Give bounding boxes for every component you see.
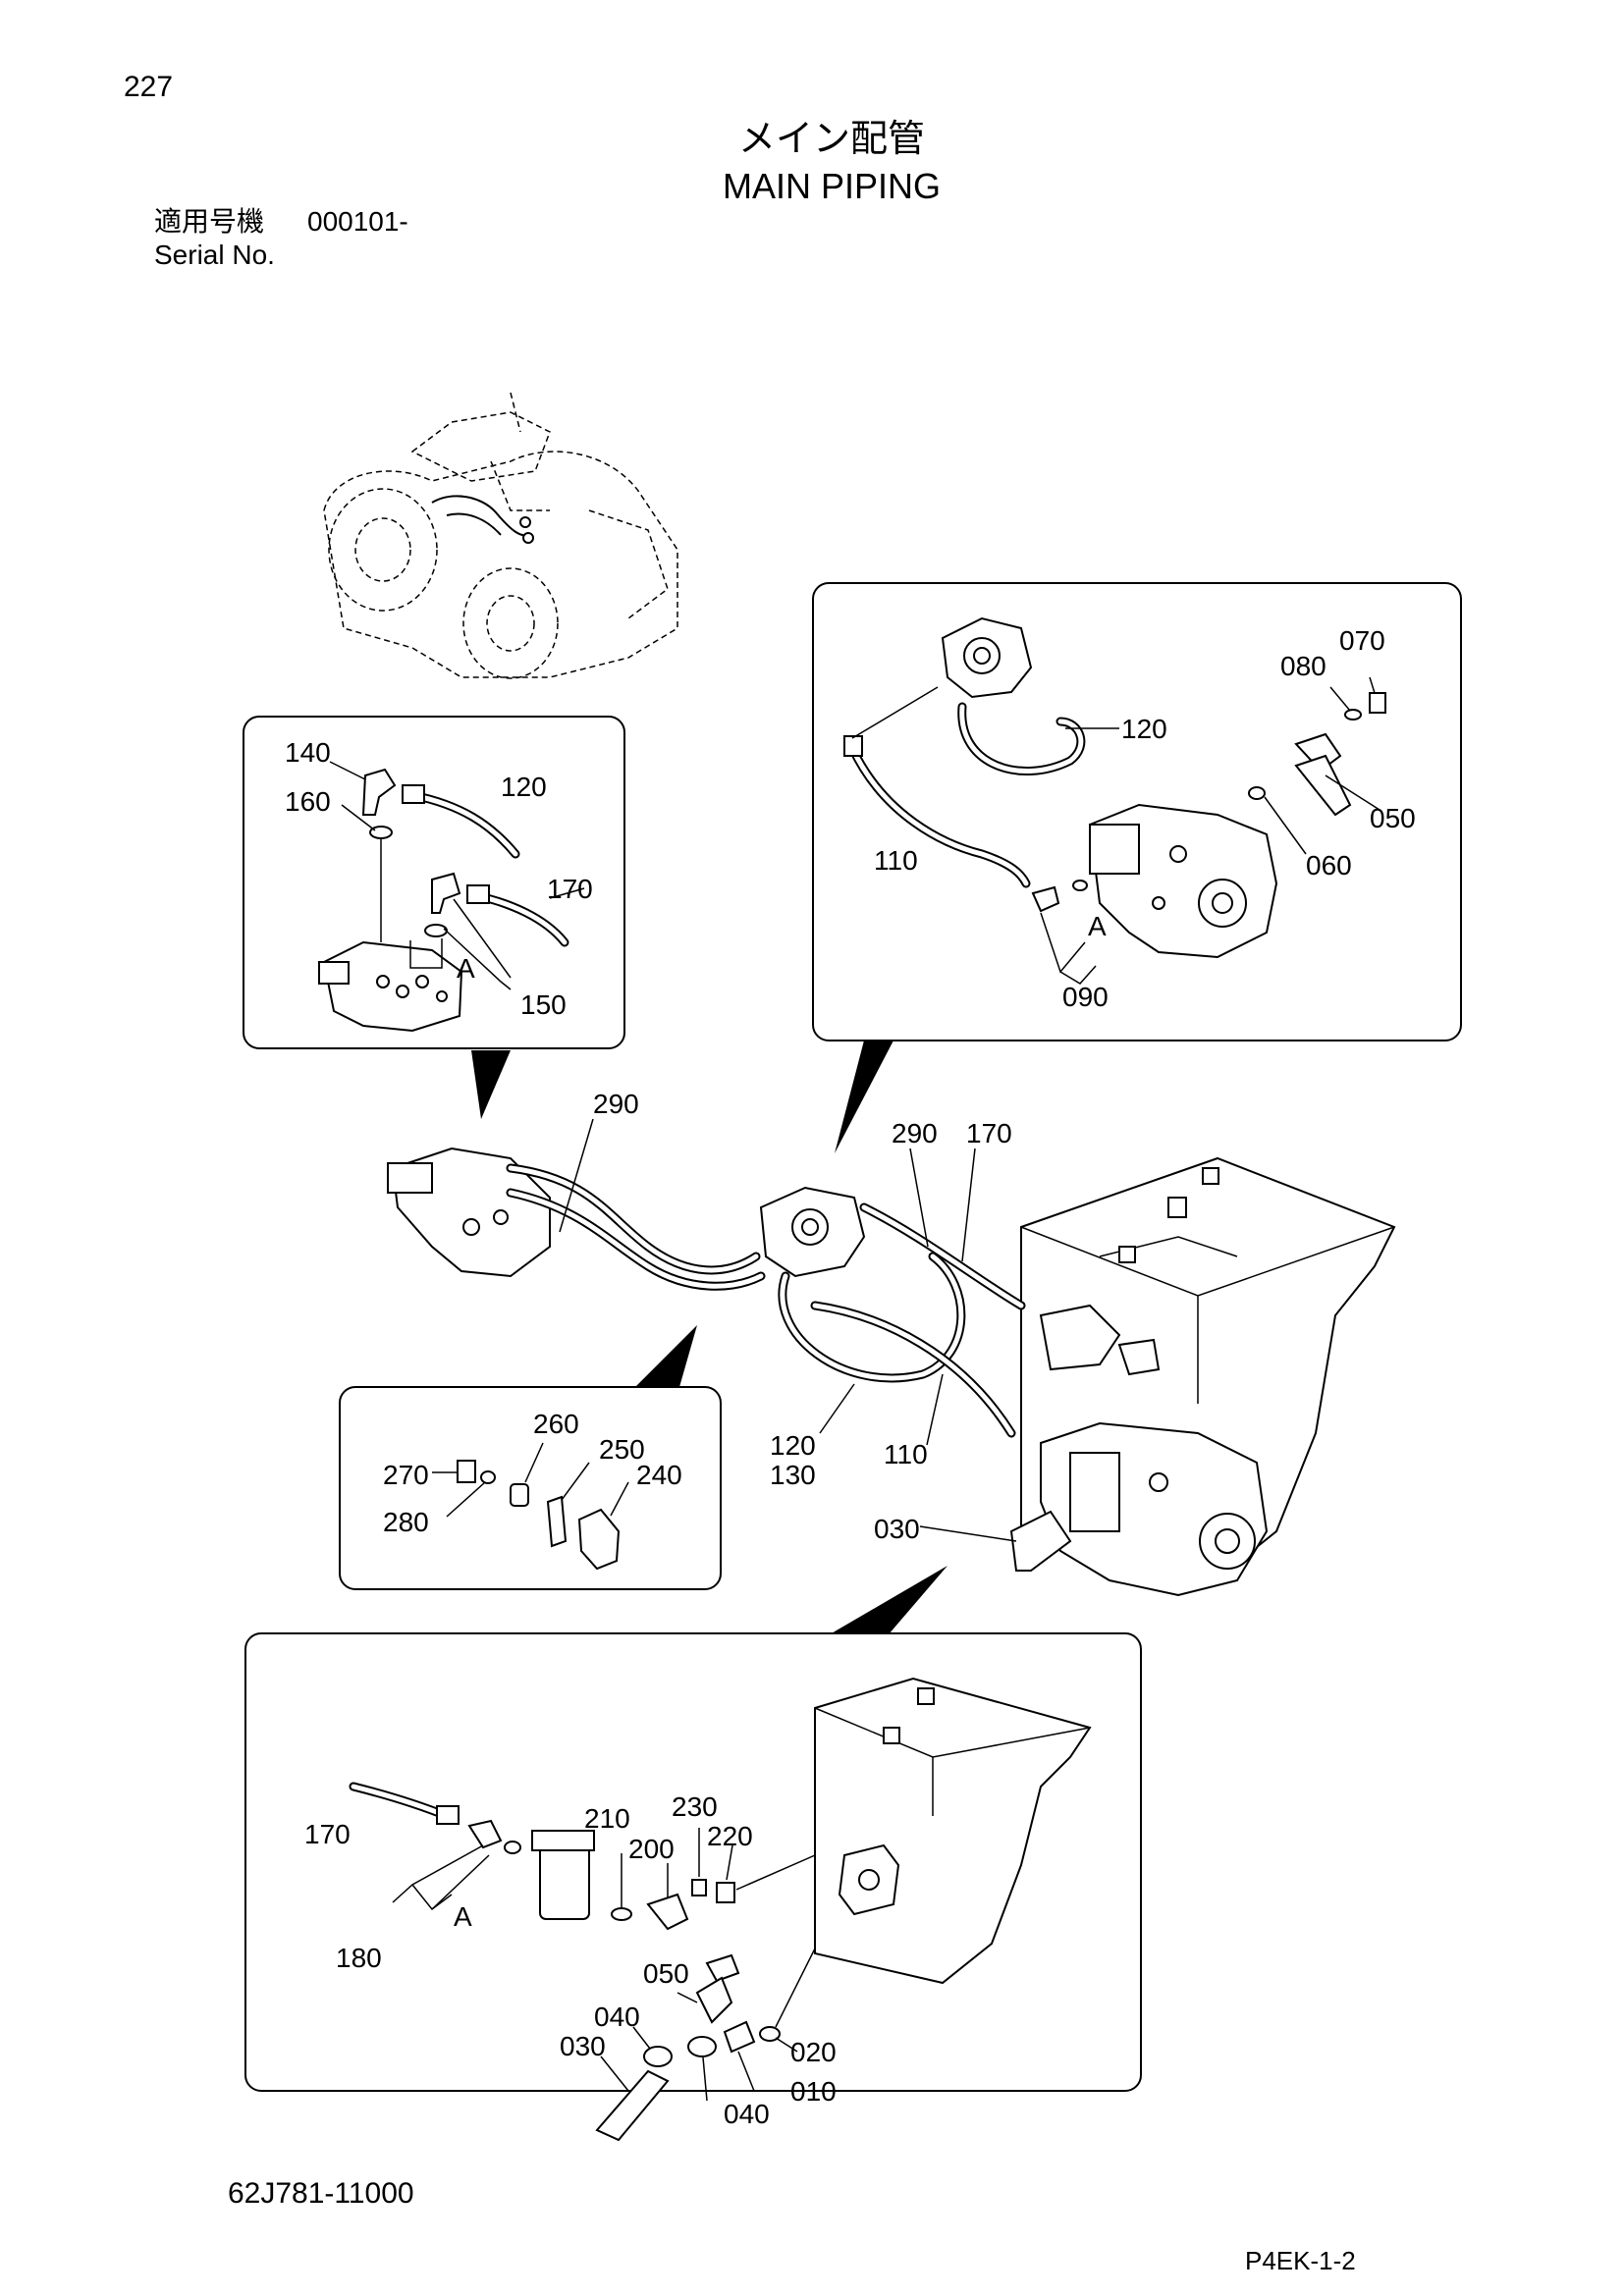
callout-020: 020 — [790, 2037, 837, 2067]
callout-140: 140 — [285, 737, 331, 768]
callout-090: 090 — [1062, 982, 1109, 1012]
callout-180: 180 — [336, 1943, 382, 1973]
callout-170: 170 — [966, 1118, 1012, 1148]
callout-050: 050 — [1370, 803, 1416, 833]
callout-120: 120 — [1121, 714, 1167, 744]
callout-220: 220 — [707, 1821, 753, 1851]
callout-120: 120 — [770, 1430, 816, 1461]
inset-clamp-parts — [339, 1386, 722, 1590]
callout-200: 200 — [628, 1834, 675, 1864]
callout-260: 260 — [533, 1409, 579, 1439]
callout-030: 030 — [874, 1514, 920, 1544]
callout-110: 110 — [874, 845, 918, 876]
callout-070: 070 — [1339, 625, 1385, 656]
callout-040: 040 — [594, 2002, 640, 2032]
title-english: MAIN PIPING — [722, 166, 942, 206]
callout-290: 290 — [892, 1118, 938, 1148]
callout-170: 170 — [304, 1819, 351, 1849]
callout-290: 290 — [593, 1089, 639, 1119]
pointer-triangle-right — [835, 1041, 893, 1153]
callout-170: 170 — [547, 874, 593, 904]
page-number: 227 — [124, 71, 174, 103]
serial-label-japanese: 適用号機 — [154, 205, 265, 238]
inset-suction-parts — [244, 1632, 1142, 2142]
callout-150: 150 — [520, 989, 567, 1020]
inset-pump-fittings — [812, 582, 1462, 1041]
callout-a: A — [1088, 911, 1107, 941]
callout-110: 110 — [884, 1439, 928, 1469]
callout-a: A — [457, 953, 475, 984]
callout-130: 130 — [770, 1460, 816, 1490]
machine-overview — [323, 392, 678, 679]
inset-valve-fittings — [243, 716, 625, 1049]
callout-a: A — [454, 1901, 472, 1932]
callout-080: 080 — [1280, 651, 1326, 681]
pointer-triangle-left — [471, 1050, 511, 1119]
callout-270: 270 — [383, 1460, 429, 1490]
pointer-triangle-bottom — [830, 1566, 947, 1634]
callout-010: 010 — [790, 2076, 837, 2107]
callout-230: 230 — [672, 1791, 718, 1822]
callout-280: 280 — [383, 1507, 429, 1537]
serial-value: 000101- — [307, 206, 408, 237]
callout-030: 030 — [560, 2031, 606, 2061]
callout-120: 120 — [501, 772, 547, 802]
callout-240: 240 — [636, 1460, 682, 1490]
callout-210: 210 — [584, 1803, 630, 1834]
page-code: P4EK-1-2 — [1245, 2246, 1356, 2275]
callout-040: 040 — [724, 2099, 770, 2129]
callout-250: 250 — [599, 1434, 645, 1465]
drawing-number: 62J781-11000 — [228, 2177, 414, 2210]
serial-label-english: Serial No. — [154, 240, 275, 270]
callout-060: 060 — [1306, 850, 1352, 881]
title-japanese: メイン配管 — [737, 117, 925, 160]
pointer-triangle-middle — [628, 1325, 697, 1394]
callout-050: 050 — [643, 1958, 689, 1989]
callout-160: 160 — [285, 786, 331, 817]
main-assembly — [387, 1118, 1396, 1597]
